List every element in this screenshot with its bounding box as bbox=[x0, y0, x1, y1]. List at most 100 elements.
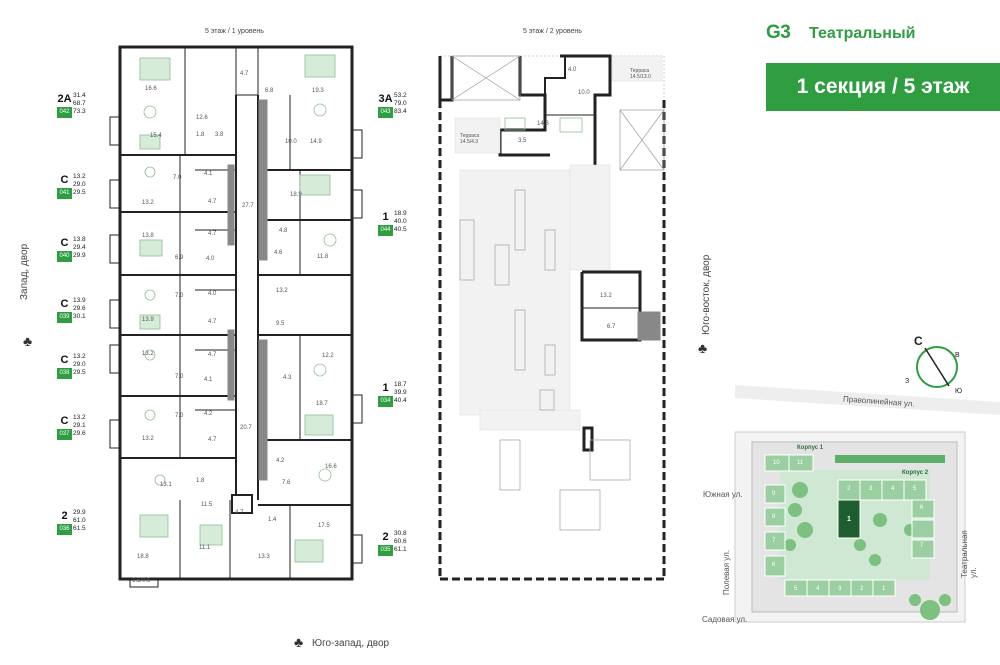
room-area: 4.6 bbox=[274, 250, 283, 256]
area-with-balcony: 73.3 bbox=[73, 108, 86, 115]
apartment-tag[interactable]: 1 034 18.7 39.9 40.4 bbox=[378, 381, 414, 411]
room-area: 7.0 bbox=[173, 175, 182, 181]
room-area: 6.9 bbox=[175, 255, 184, 261]
room-area: 4.0 bbox=[206, 256, 215, 262]
room-area: 13.2 bbox=[142, 351, 154, 357]
room-area: 9.5 bbox=[276, 321, 285, 327]
area-with-balcony: 40.5 bbox=[394, 226, 407, 233]
apartment-number: 043 bbox=[378, 107, 393, 118]
street-label: Южная ул. bbox=[703, 490, 743, 499]
apartment-number: 042 bbox=[57, 107, 72, 118]
room-area: 4.2 bbox=[204, 411, 213, 417]
apartment-number: 035 bbox=[378, 545, 393, 556]
apartment-tag[interactable]: 1 044 18.9 40.0 40.5 bbox=[378, 210, 414, 240]
terrace-area: Терраса 14.5/13.0 bbox=[630, 68, 651, 80]
total-area: 60.6 bbox=[394, 538, 407, 545]
tree-icon: ♣ bbox=[294, 634, 304, 650]
room-area: 15.4 bbox=[150, 133, 162, 139]
section-number: 5 bbox=[913, 486, 917, 492]
living-area: 18.7 bbox=[394, 381, 407, 388]
terrace-area: Терраса 14.5/4.3 bbox=[460, 133, 480, 145]
room-area: 16.6 bbox=[145, 86, 157, 92]
room-area: 17.5 bbox=[318, 523, 330, 529]
room-area: 4.7 bbox=[208, 199, 217, 205]
room-area: 13.1 bbox=[160, 482, 172, 488]
level-1-label: 5 этаж / 1 уровень bbox=[205, 28, 264, 35]
living-area: 53.2 bbox=[394, 92, 407, 99]
building-label: Корпус 2 bbox=[902, 470, 929, 476]
section-number: 4 bbox=[816, 586, 820, 592]
room-area: 20.7 bbox=[240, 425, 252, 431]
room-area: 4.7 bbox=[208, 437, 217, 443]
level-2-label: 5 этаж / 2 уровень bbox=[523, 28, 582, 35]
brand-name: Театральный bbox=[809, 25, 916, 42]
room-area: 14.9 bbox=[310, 139, 322, 145]
living-area: 13.8 bbox=[73, 236, 86, 243]
area-with-balcony: 29.9 bbox=[73, 252, 86, 259]
balcony-area: 1.5/0.5 bbox=[132, 578, 151, 584]
street-label: Садовая ул. bbox=[702, 615, 748, 624]
living-area: 13.2 bbox=[73, 173, 86, 180]
apartment-tag[interactable]: 2 036 29.9 61.0 61.5 bbox=[57, 509, 93, 539]
room-area: 18.7 bbox=[316, 401, 328, 407]
room-area: 4.1 bbox=[204, 377, 213, 383]
section-number: 9 bbox=[772, 491, 776, 497]
apartment-tag[interactable]: С 039 13.9 29.6 30.1 bbox=[57, 297, 93, 327]
apartment-number: 034 bbox=[378, 396, 393, 407]
room-area: 4.0 bbox=[208, 291, 217, 297]
total-area: 39.9 bbox=[394, 389, 407, 396]
direction-southwest: Юго-запад, двор bbox=[312, 638, 390, 649]
section-number: 7 bbox=[920, 543, 924, 549]
apartment-tag[interactable]: С 038 13.2 29.0 29.5 bbox=[57, 353, 93, 383]
section-number: 4 bbox=[891, 486, 895, 492]
section-number: 1 bbox=[882, 586, 886, 592]
section-number: 3 bbox=[838, 586, 842, 592]
room-area: 3.8 bbox=[215, 132, 224, 138]
compass-south: Ю bbox=[955, 388, 963, 395]
room-area: 7.6 bbox=[282, 480, 291, 486]
room-area: 4.7 bbox=[208, 231, 217, 237]
area-with-balcony: 29.6 bbox=[73, 430, 86, 437]
room-area: 4.7 bbox=[240, 71, 249, 77]
total-area: 29.1 bbox=[73, 422, 86, 429]
section-number: 2 bbox=[860, 586, 864, 592]
room-area: 1.8 bbox=[196, 132, 205, 138]
current-section-number: 1 bbox=[847, 516, 851, 523]
apartment-type: 2 bbox=[382, 531, 389, 543]
section-number: 6 bbox=[772, 562, 776, 568]
apartment-type: 3А bbox=[378, 93, 393, 105]
tree-icon: ♣ bbox=[23, 333, 33, 349]
room-area: 6.8 bbox=[265, 88, 274, 94]
apartment-type: С bbox=[60, 174, 69, 186]
living-area: 29.9 bbox=[73, 509, 86, 516]
apartment-number: 041 bbox=[57, 188, 72, 199]
area-with-balcony: 40.4 bbox=[394, 397, 407, 404]
apartment-type: 1 bbox=[382, 382, 389, 394]
apartment-type: С bbox=[60, 415, 69, 427]
apartment-tag[interactable]: 2 035 30.8 60.6 61.1 bbox=[378, 530, 414, 560]
apartment-tag[interactable]: 2А 042 31.4 68.7 73.3 bbox=[57, 92, 93, 122]
building-label: Корпус 1 bbox=[797, 445, 824, 451]
area-with-balcony: 83.4 bbox=[394, 108, 407, 115]
room-area: 7.0 bbox=[175, 293, 184, 299]
room-area: 4.0 bbox=[568, 67, 577, 73]
apartment-type: 2 bbox=[61, 510, 68, 522]
room-area: 4.7 bbox=[208, 352, 217, 358]
site-map bbox=[734, 385, 1000, 623]
apartment-tag[interactable]: С 040 13.8 29.4 29.9 bbox=[57, 236, 93, 266]
room-area: 11.8 bbox=[317, 254, 329, 260]
apartment-tag[interactable]: С 037 13.2 29.1 29.6 bbox=[57, 414, 93, 444]
room-area: 6.7 bbox=[607, 324, 616, 330]
apartment-tag[interactable]: 3А 043 53.2 79.0 83.4 bbox=[378, 92, 414, 122]
room-area: 13.2 bbox=[276, 288, 288, 294]
area-with-balcony: 29.5 bbox=[73, 189, 86, 196]
total-area: 79.0 bbox=[394, 100, 407, 107]
total-area: 29.6 bbox=[73, 305, 86, 312]
tree-icon: ♣ bbox=[698, 340, 708, 356]
apartment-type: 2А bbox=[57, 93, 72, 105]
section-floor-banner: 1 секция / 5 этаж bbox=[766, 63, 1000, 111]
total-area: 61.0 bbox=[73, 517, 86, 524]
apartment-tag[interactable]: С 041 13.2 29.0 29.5 bbox=[57, 173, 93, 203]
apartment-type: С bbox=[60, 354, 69, 366]
